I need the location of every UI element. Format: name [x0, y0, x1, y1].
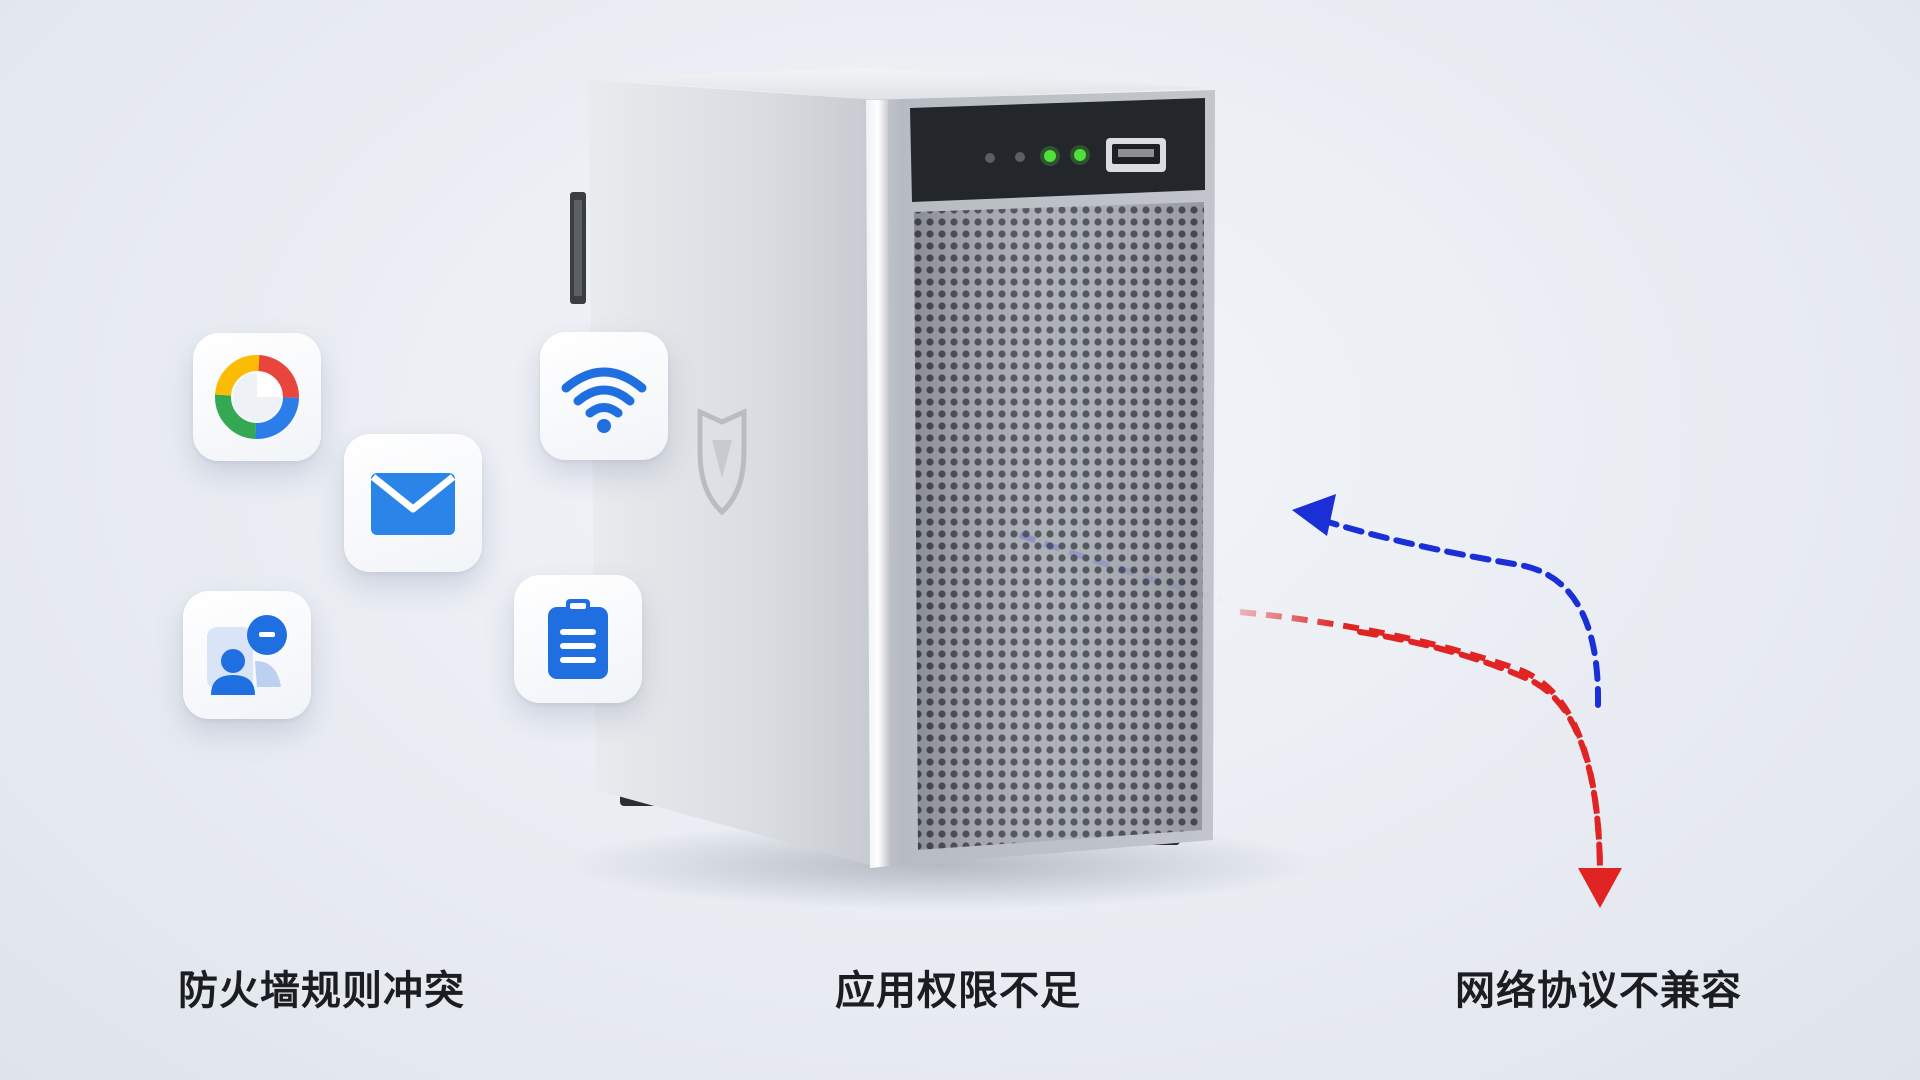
mail-app-tile[interactable] [344, 434, 482, 572]
contacts-app-tile[interactable] [183, 591, 311, 719]
mail-icon [370, 473, 456, 535]
analytics-app-tile[interactable] [193, 333, 321, 461]
wifi-app-tile[interactable] [540, 332, 668, 460]
donut-chart-icon [215, 355, 299, 439]
notes-app-tile[interactable] [514, 575, 642, 703]
arrow-down-icon [1578, 868, 1622, 908]
wifi-icon [561, 367, 647, 433]
label-firewall-conflict: 防火墙规则冲突 [178, 968, 465, 1014]
red-path [1239, 609, 1603, 871]
red-path-main [1357, 629, 1603, 873]
label-protocol-incompatible: 网络协议不兼容 [1455, 968, 1742, 1014]
blue-path-main [1312, 515, 1602, 708]
label-insufficient-permission: 应用权限不足 [835, 968, 1081, 1014]
blue-path [1019, 532, 1221, 603]
arrow-up-left-icon [1292, 494, 1336, 536]
clipboard-icon [548, 599, 608, 679]
contacts-icon [207, 615, 287, 695]
